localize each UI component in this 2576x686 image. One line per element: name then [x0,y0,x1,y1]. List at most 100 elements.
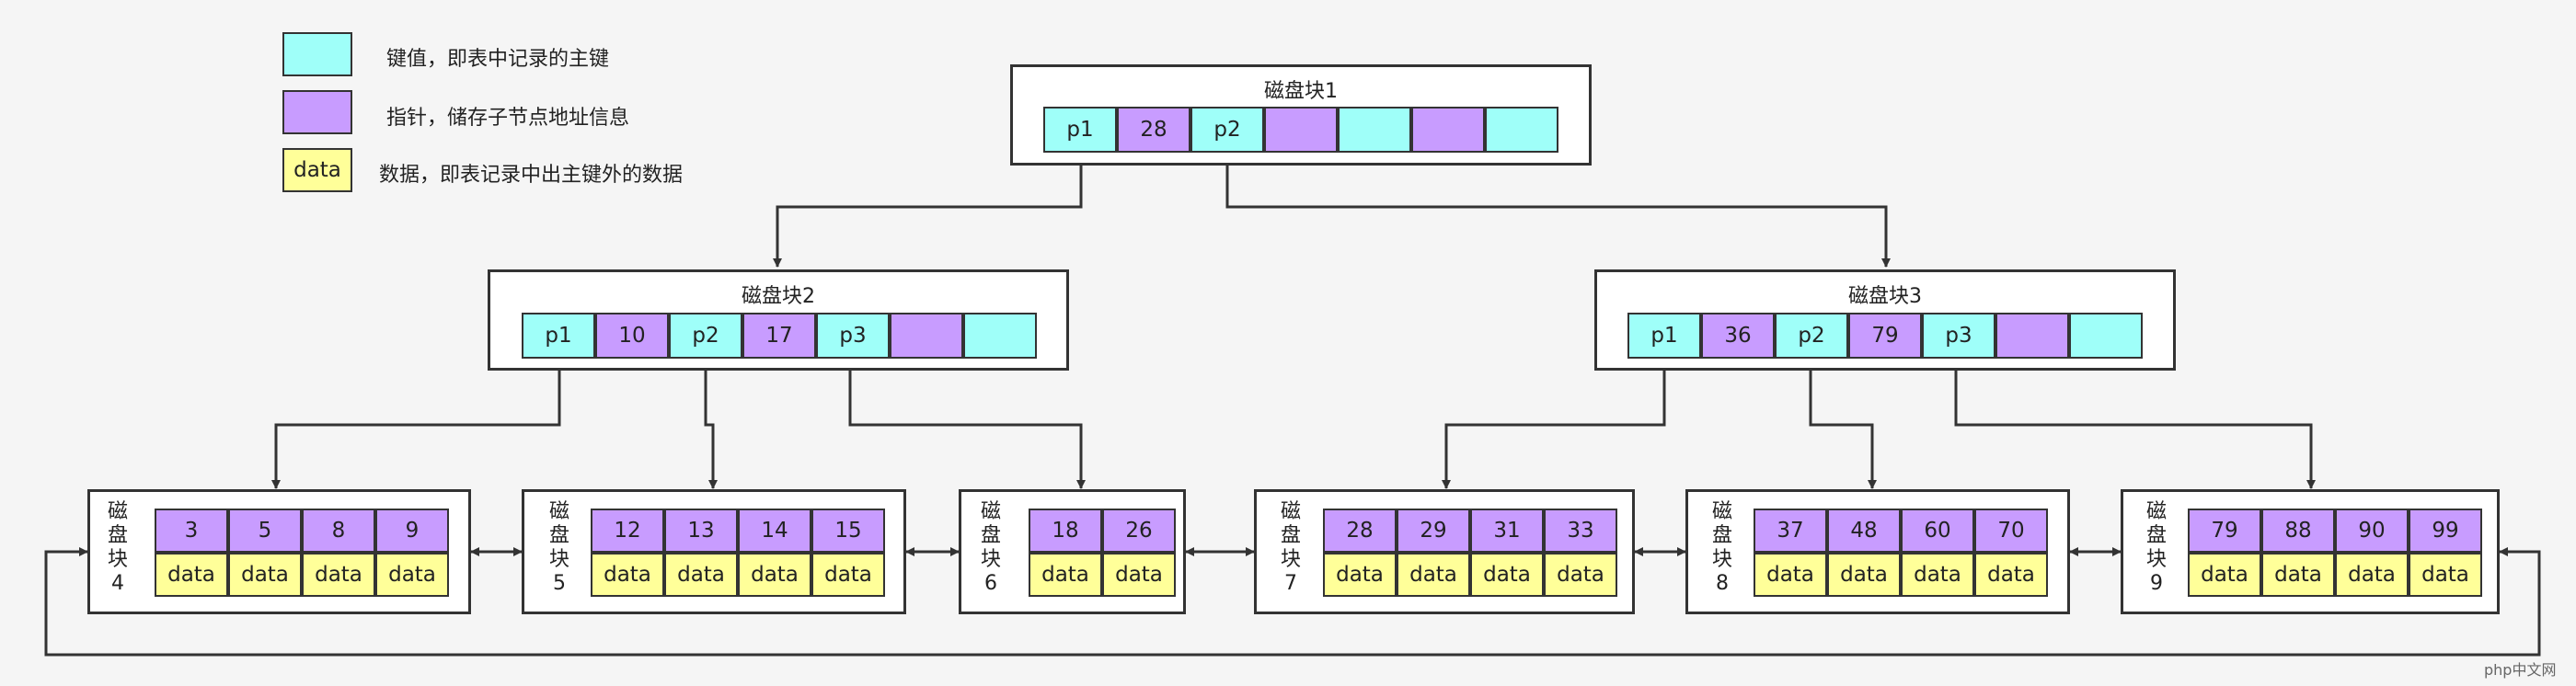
data-cell: data [2409,553,2482,597]
key-cell: 48 [1827,509,1901,553]
key-cell: 9 [375,509,449,553]
key-cell: 14 [738,509,811,553]
key-cell: 12 [591,509,664,553]
legend-key-swatch [282,32,352,76]
key-cell: 31 [1470,509,1544,553]
key-cell: 33 [1544,509,1617,553]
pointer-cell: p3 [1922,313,1995,359]
key-cell: 17 [742,313,816,359]
leaf-6-cells: 18 26 data data [1029,509,1176,597]
data-cell: data [155,553,228,597]
key-cell: 29 [1397,509,1470,553]
leaf-9-cells: 79 88 90 99 data data data data [2188,509,2482,597]
data-cell: data [591,553,664,597]
edge-b2-p1 [271,359,561,489]
block-title: 磁盘块3 [1848,285,1922,308]
pointer-cell: p1 [522,313,595,359]
legend-data-swatch: data [282,148,352,192]
key-cell: 99 [2409,509,2482,553]
data-cell: data [1827,553,1901,597]
data-cell: data [375,553,449,597]
pointer-cell: p3 [816,313,890,359]
pointer-cell: p2 [669,313,742,359]
root-pointer-cell: p2 [1190,107,1264,153]
data-cell: data [811,553,885,597]
key-cell [1995,313,2069,359]
key-cell: 36 [1701,313,1775,359]
data-cell: data [1470,553,1544,597]
root-key-cell [1411,107,1485,153]
data-cell: data [302,553,375,597]
key-cell: 10 [595,313,669,359]
edge-root-p1 [773,154,1083,268]
block-title: 磁盘块1 [1264,80,1338,103]
leaf-8-cells: 37 48 60 70 data data data data [1754,509,2048,597]
data-cell: data [228,553,302,597]
key-cell: 37 [1754,509,1827,553]
key-cell: 13 [664,509,738,553]
data-cell: data [2335,553,2409,597]
leaf-5-cells: 12 13 14 15 data data data data [591,509,885,597]
pointer-cell: p1 [1627,313,1701,359]
leaf-4-cells: 3 5 8 9 data data data data [155,509,449,597]
block-3-cells: p1 36 p2 79 p3 [1627,313,2143,359]
data-cell: data [1029,553,1102,597]
edge-b3-p2 [1809,359,1877,489]
edge-b2-p3 [848,359,1086,489]
root-key-cell: 28 [1117,107,1190,153]
legend-pointer-text: 指针，储存子节点地址信息 [386,107,630,130]
data-cell: data [664,553,738,597]
key-cell: 60 [1901,509,1974,553]
data-cell: data [1323,553,1397,597]
wrap-link-9-to-4 [44,547,2541,657]
legend-pointer-swatch [282,90,352,134]
key-cell: 90 [2335,509,2409,553]
key-cell: 88 [2261,509,2335,553]
leaf-7-cells: 28 29 31 33 data data data data [1323,509,1617,597]
pointer-cell: p2 [1775,313,1848,359]
block-title: 磁盘块2 [742,285,815,308]
watermark: php中文网 [2484,661,2557,679]
legend-key-text: 键值，即表中记录的主键 [386,48,610,71]
pointer-cell [2069,313,2143,359]
data-cell: data [1544,553,1617,597]
data-cell: data [2261,553,2335,597]
root-key-cell [1264,107,1338,153]
key-cell [890,313,963,359]
data-cell: data [1754,553,1827,597]
edge-b2-p2 [704,359,718,489]
key-cell: 3 [155,509,228,553]
legend-data-text: 数据，即表记录中出主键外的数据 [379,164,684,187]
data-cell: data [738,553,811,597]
data-cell: data [1901,553,1974,597]
key-cell: 8 [302,509,375,553]
edge-root-p2 [1225,154,1891,268]
key-cell: 28 [1323,509,1397,553]
key-cell: 79 [2188,509,2261,553]
root-pointer-cell [1485,107,1558,153]
block-2-cells: p1 10 p2 17 p3 [522,313,1037,359]
root-pointer-cell [1338,107,1411,153]
key-cell: 26 [1102,509,1176,553]
data-cell: data [2188,553,2261,597]
edge-b3-p3 [1954,359,2316,489]
key-cell: 5 [228,509,302,553]
data-cell: data [1397,553,1470,597]
root-pointer-cell: p1 [1043,107,1117,153]
edge-b3-p1 [1442,359,1666,489]
key-cell: 18 [1029,509,1102,553]
key-cell: 15 [811,509,885,553]
data-cell: data [1974,553,2048,597]
pointer-cell [963,313,1037,359]
data-cell: data [1102,553,1176,597]
key-cell: 70 [1974,509,2048,553]
key-cell: 79 [1848,313,1922,359]
